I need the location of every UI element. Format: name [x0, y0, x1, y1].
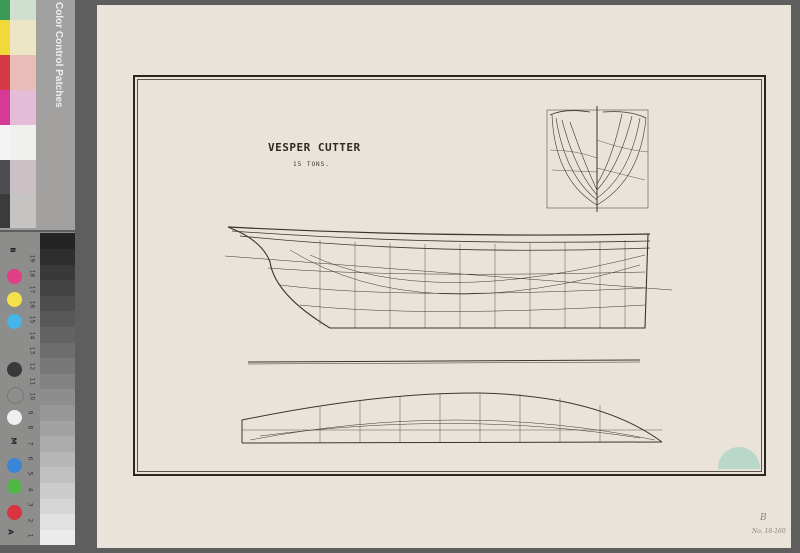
- color-dot: [7, 410, 22, 425]
- tint-swatch: [10, 20, 36, 55]
- color-swatch: [0, 90, 10, 125]
- body-plan: [546, 106, 649, 212]
- gray-step: [40, 373, 75, 390]
- color-dot: [7, 479, 22, 494]
- tint-swatch: [10, 125, 36, 160]
- color-dot: [7, 505, 22, 520]
- color-swatch: [0, 194, 10, 228]
- half-breadth-plan: [241, 392, 663, 444]
- gray-step: [40, 404, 75, 421]
- drawing-sheet: [97, 5, 791, 548]
- gray-step: [40, 435, 75, 452]
- color-dot: [7, 314, 22, 329]
- gray-step: [40, 451, 75, 468]
- tint-swatch: [10, 160, 36, 194]
- gray-step: [40, 248, 75, 265]
- tint-swatch: [10, 194, 36, 228]
- sheer-plan: [224, 226, 673, 329]
- color-swatch: [0, 0, 10, 20]
- color-dot: [7, 292, 22, 307]
- gray-step: [40, 233, 75, 249]
- gray-step: [40, 467, 75, 483]
- gray-step: [40, 529, 75, 546]
- color-swatch: [0, 55, 10, 90]
- color-swatch: [0, 125, 10, 160]
- tint-swatch: [10, 55, 36, 90]
- gray-step: [40, 279, 75, 296]
- color-swatch: [0, 20, 10, 55]
- library-stamp: [718, 447, 760, 469]
- gray-step: [40, 357, 75, 374]
- gray-step: [40, 342, 75, 359]
- gray-step: [40, 264, 75, 281]
- drawing-border: [133, 75, 766, 476]
- gray-step: [40, 295, 75, 312]
- color-dot: [7, 458, 22, 473]
- color-dot: [7, 269, 22, 284]
- color-swatch: [0, 160, 10, 194]
- color-control-patches: Green Yellow Red Magenta White 3/Color B…: [0, 0, 75, 230]
- ruler: [36, 0, 75, 230]
- color-dot: [7, 387, 24, 404]
- pencil-mark: B: [760, 513, 767, 523]
- gray-step: [40, 498, 75, 515]
- color-dot: [7, 362, 22, 377]
- gray-step: [40, 389, 75, 405]
- drawing-title: VESPER CUTTER: [268, 141, 361, 154]
- gray-step: [40, 420, 75, 437]
- pencil-note: No. 18-160: [752, 528, 786, 535]
- drawing-subtitle: 15 TONS.: [293, 161, 330, 168]
- gray-step: [40, 513, 75, 530]
- drawing-border-inner: [137, 79, 762, 472]
- tint-swatch: [10, 0, 36, 20]
- tint-swatch: [10, 90, 36, 125]
- gray-step: [40, 326, 75, 343]
- gray-step: [40, 311, 75, 327]
- scale-bar: [247, 359, 641, 365]
- gray-step: [40, 482, 75, 499]
